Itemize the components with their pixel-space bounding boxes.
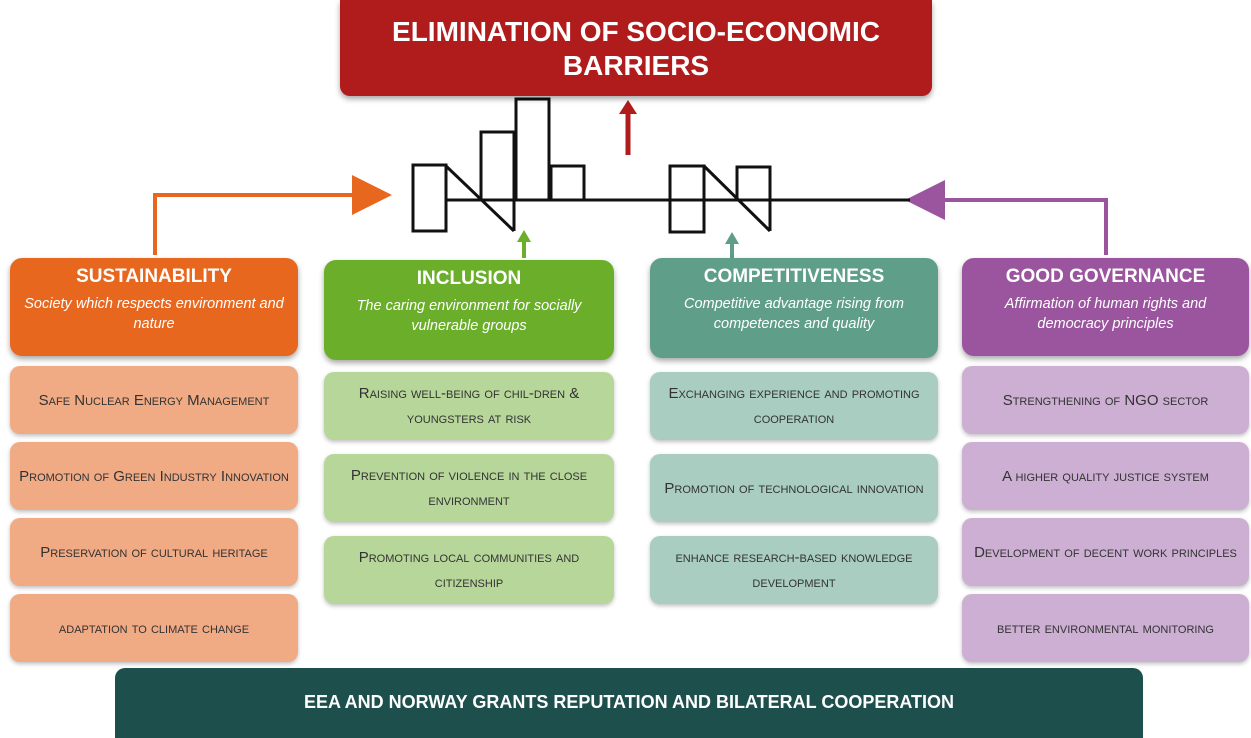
competitiveness-item: Promotion of technological innovation — [650, 454, 938, 522]
sustainability-subtitle: Society which respects environment and n… — [24, 296, 284, 332]
sustainability-connector-arrow — [153, 175, 392, 255]
sustainability-item: Preservation of cultural heritage — [10, 518, 298, 586]
sustainability-item: Promotion of Green Industry Innovation — [10, 442, 298, 510]
competitiveness-item: enhance research-based knowledge develop… — [650, 536, 938, 604]
good-governance-subtitle: Affirmation of human rights and democrac… — [1004, 296, 1207, 332]
competitiveness-title: COMPETITIVENESS — [703, 266, 885, 287]
inclusion-up-arrow — [517, 230, 531, 258]
title-up-arrow — [619, 100, 637, 155]
inclusion-item: Raising well-being of chil-dren & youngs… — [324, 372, 614, 440]
foundation-banner: EEA AND NORWAY GRANTS REPUTATION AND BIL… — [115, 668, 1143, 738]
competitiveness-item: Exchanging experience and promoting coop… — [650, 372, 938, 440]
competitiveness-up-arrow — [725, 232, 739, 258]
sustainability-item: adaptation to climate change — [10, 594, 298, 662]
good-governance-item: A higher quality justice system — [962, 442, 1249, 510]
good-governance-title: GOOD GOVERNANCE — [1005, 266, 1206, 287]
governance-connector-arrow — [905, 180, 1108, 255]
good-governance-item: better environmental monitoring — [962, 594, 1249, 662]
inclusion-item: Promoting local communities and citizens… — [324, 536, 614, 604]
inclusion-header: INCLUSION The caring environment for soc… — [324, 260, 614, 360]
inclusion-title: INCLUSION — [416, 268, 522, 289]
inclusion-item: Prevention of violence in the close envi… — [324, 454, 614, 522]
competitiveness-subtitle: Competitive advantage rising from compet… — [683, 296, 905, 332]
sustainability-item: Safe Nuclear Energy Management — [10, 366, 298, 434]
sustainability-header: SUSTAINABILITY Society which respects en… — [10, 258, 298, 356]
competitiveness-header: COMPETITIVENESS Competitive advantage ri… — [650, 258, 938, 358]
sustainability-title: SUSTAINABILITY — [76, 266, 232, 287]
grants-logo-graphic — [411, 97, 910, 234]
good-governance-item: Strengthening of NGO sector — [962, 366, 1249, 434]
inclusion-subtitle: The caring environment for socially vuln… — [356, 298, 582, 334]
main-goal-title: ELIMINATION OF SOCIO-ECONOMIC BARRIERS — [340, 0, 932, 96]
good-governance-header: GOOD GOVERNANCE Affirmation of human rig… — [962, 258, 1249, 356]
good-governance-item: Development of decent work principles — [962, 518, 1249, 586]
